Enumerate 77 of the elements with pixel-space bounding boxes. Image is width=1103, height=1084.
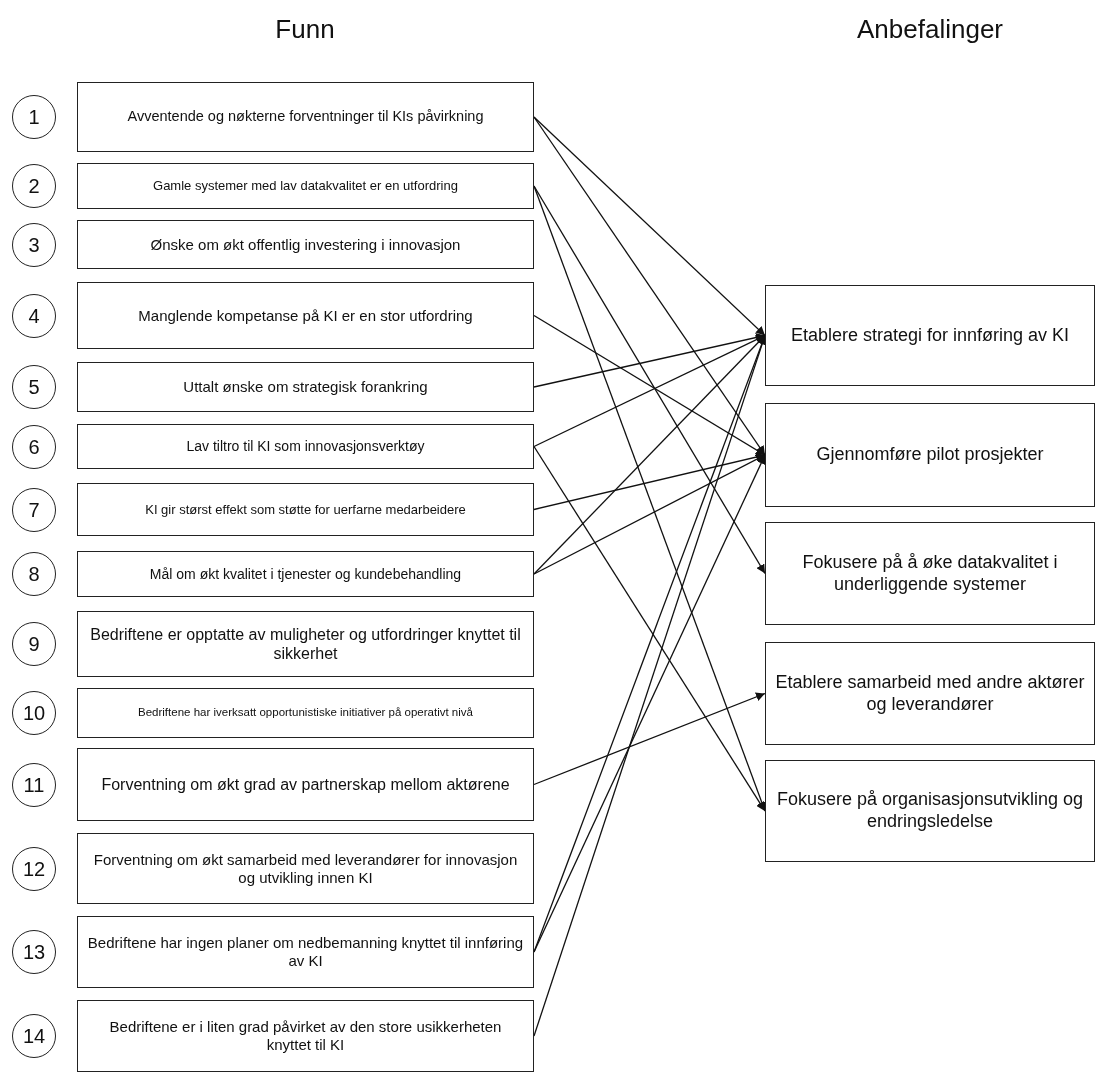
finding-text: Bedriftene har ingen planer om nedbemanning knyttet til innføring av KI: [86, 934, 525, 970]
recommendation-box: [765, 285, 1095, 386]
number-circle: [12, 691, 56, 735]
finding-number: 12: [22, 856, 46, 881]
finding-number: 9: [28, 632, 40, 656]
number-circle: [12, 293, 56, 338]
number-circle: [12, 365, 56, 409]
number-circle: [12, 222, 56, 267]
recommendation-text: Fokusere på å øke datakvalitet i underliggende systemer: [801, 551, 1059, 596]
recommendation-text: Etablere samarbeid med andre aktører og leverandører: [774, 671, 1086, 716]
number-circle: [12, 424, 56, 469]
arrow: [533, 116, 766, 337]
finding-box: [77, 220, 534, 269]
finding-box: [77, 551, 534, 597]
finding-number: 8: [28, 562, 40, 586]
finding-box: [77, 163, 534, 209]
number-circle: [12, 95, 56, 139]
recommendation-box: [765, 403, 1095, 507]
arrow: [533, 314, 766, 456]
arrow: [533, 452, 766, 511]
recommendation-box: [765, 522, 1095, 625]
finding-text: Bedriftene er opptatte av muligheter og utfordringer knyttet til sikkerhet: [89, 624, 522, 664]
finding-text: Manglende kompetanse på KI er en stor utfordring: [137, 306, 474, 325]
number-circle: [12, 552, 56, 596]
finding-text: Lav tiltro til KI som innovasjonsverktøy: [185, 438, 426, 455]
column-heading: Funn: [275, 14, 335, 45]
finding-text: Bedriftene har iverksatt opportunistiske initiativer på operativt nivå: [137, 706, 474, 720]
finding-number: 3: [28, 232, 40, 257]
finding-number: 11: [23, 772, 45, 797]
finding-box: [77, 424, 534, 469]
arrow: [533, 454, 766, 953]
number-circle: [12, 846, 56, 891]
finding-text: Ønske om økt offentlig investering i innovasjon: [149, 235, 462, 254]
number-circle: [12, 930, 56, 974]
finding-box: [77, 748, 534, 821]
recommendation-box: [765, 760, 1095, 862]
finding-text: Bedriftene er i liten grad påvirket av den store usikkerheten knyttet til KI: [108, 1018, 503, 1054]
arrow: [533, 454, 766, 575]
number-circle: [12, 762, 56, 807]
number-circle: [12, 487, 56, 532]
finding-text: Uttalt ønske om strategisk forankring: [182, 378, 429, 396]
finding-box: [77, 282, 534, 349]
arrow: [533, 116, 766, 456]
recommendation-box: [765, 642, 1095, 745]
number-circle: [12, 164, 56, 208]
finding-text: KI gir størst effekt som støtte for uerfarne medarbeidere: [144, 501, 467, 518]
finding-text: Forventning om økt grad av partnerskap mellom aktørene: [100, 774, 511, 795]
finding-number: 14: [22, 1024, 46, 1048]
finding-number: 13: [22, 940, 46, 964]
finding-box: [77, 82, 534, 152]
arrow: [533, 692, 766, 786]
finding-number: 6: [28, 434, 40, 459]
finding-number: 7: [28, 497, 40, 522]
finding-text: Forventning om økt samarbeid med leverandører for innovasjon og utvikling innen KI: [92, 850, 519, 887]
finding-box: [77, 916, 534, 988]
recommendation-text: Gjennomføre pilot prosjekter: [815, 444, 1045, 466]
recommendation-text: Etablere strategi for innføring av KI: [789, 324, 1071, 347]
finding-box: [77, 483, 534, 536]
column-heading: Anbefalinger: [857, 14, 1003, 45]
finding-number: 1: [28, 105, 40, 129]
finding-number: 5: [28, 375, 40, 399]
finding-number: 4: [28, 303, 40, 328]
finding-number: 2: [28, 174, 40, 198]
number-circle: [12, 1014, 56, 1058]
finding-text: Avventende og nøkterne forventninger til KIs påvirkning: [126, 108, 485, 126]
arrow: [533, 445, 766, 812]
finding-box: [77, 1000, 534, 1072]
arrow: [533, 185, 766, 575]
recommendation-text: Fokusere på organisasjonsutvikling og endringsledelse: [775, 789, 1085, 833]
finding-box: [77, 833, 534, 904]
finding-text: Mål om økt kvalitet i tjenester og kundebehandling: [148, 565, 463, 583]
finding-number: 10: [22, 701, 46, 725]
finding-box: [77, 611, 534, 677]
number-circle: [12, 622, 56, 666]
finding-box: [77, 362, 534, 412]
finding-text: Gamle systemer med lav datakvalitet er en utfordring: [152, 178, 459, 194]
finding-box: [77, 688, 534, 738]
